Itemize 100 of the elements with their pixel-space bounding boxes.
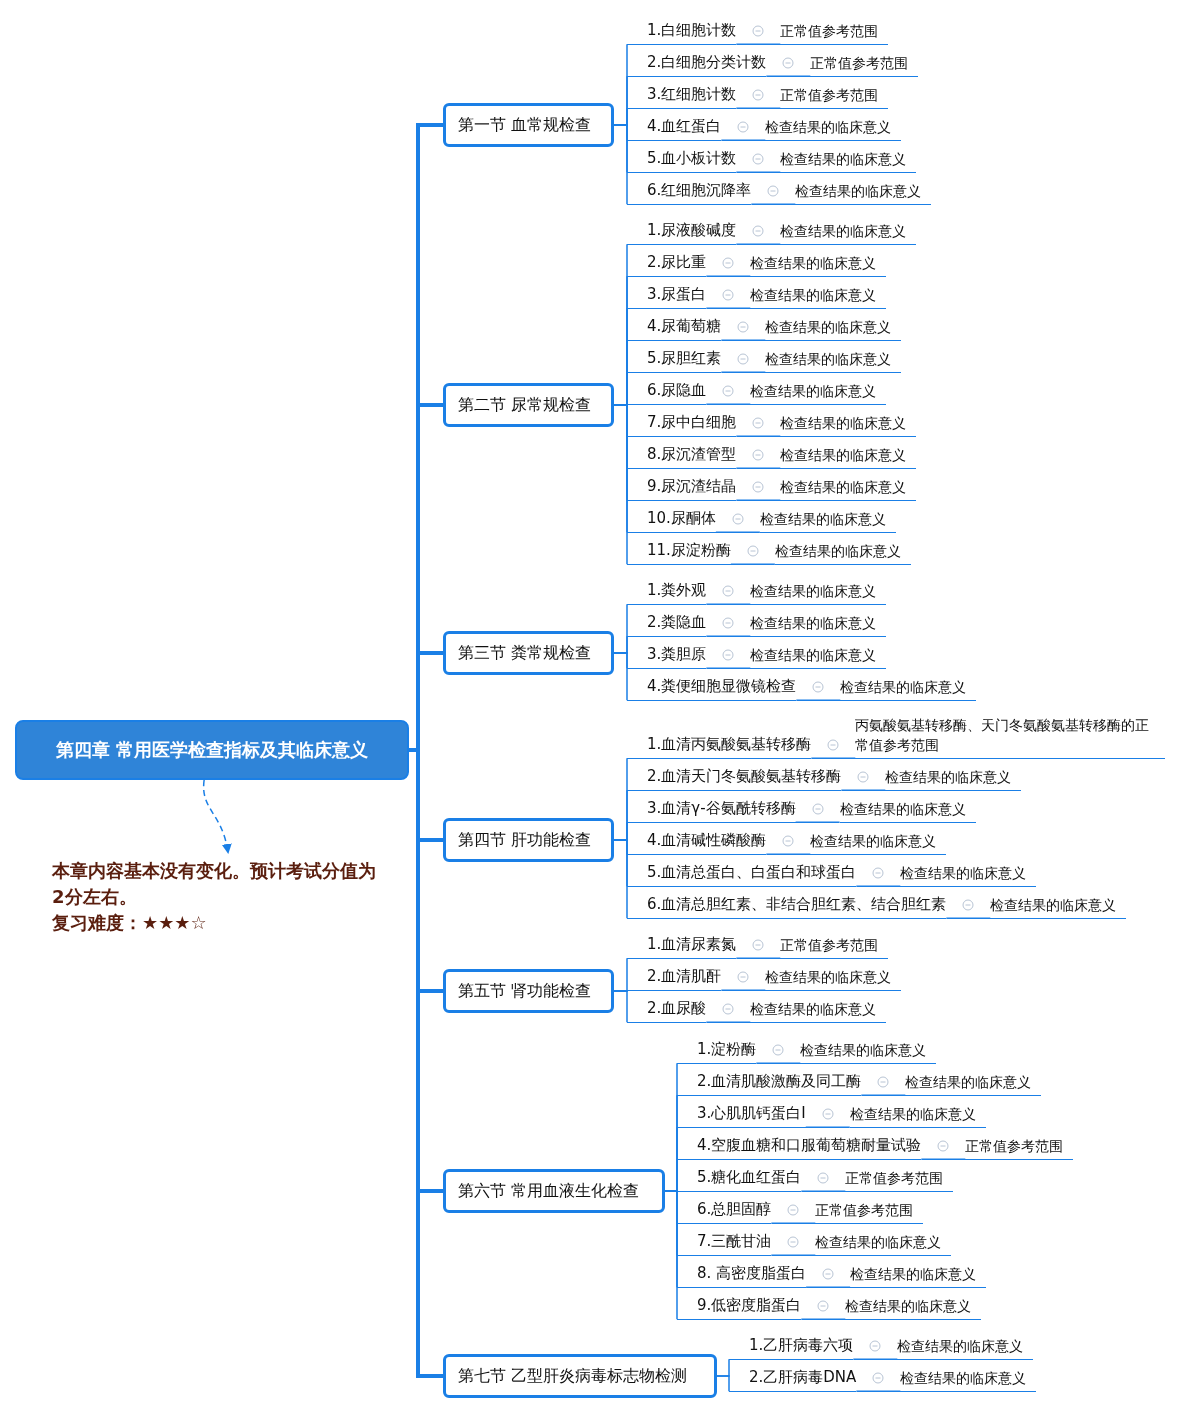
connector-line: [715, 531, 761, 533]
connector-line: [794, 821, 841, 823]
topic-label: 10.尿酮体: [627, 506, 716, 533]
connector-line: [770, 1254, 817, 1256]
detail-label: 检查结果的临床意义: [780, 445, 917, 469]
connector-line: [920, 1158, 967, 1160]
topic-label: 2.乙肝病毒DNA: [729, 1365, 857, 1392]
connector-line: [730, 563, 776, 565]
detail-label: 检查结果的临床意义: [750, 581, 887, 605]
section-box: 第三节 粪常规检查: [443, 631, 614, 675]
connector-line: [765, 75, 812, 77]
detail-label: 检查结果的临床意义: [750, 381, 887, 405]
topic-label: 3.尿蛋白: [627, 282, 707, 309]
detail-label: 检查结果的临床意义: [885, 767, 1022, 791]
detail-label: 检查结果的临床意义: [750, 613, 887, 637]
detail-label: 检查结果的临床意义: [780, 413, 917, 437]
topic-label: 9.尿沉渣结晶: [627, 474, 737, 501]
connector-line: [720, 139, 767, 141]
detail-label: 检查结果的临床意义: [759, 509, 896, 533]
topic-label: 2.血清肌酐: [627, 964, 722, 991]
detail-label: 检查结果的临床意义: [750, 285, 887, 309]
connector-line: [855, 1390, 902, 1392]
detail-label: 正常值参考范围: [780, 21, 889, 45]
connector-line: [720, 371, 767, 373]
detail-label: 检查结果的临床意义: [765, 317, 902, 341]
detail-label: 检查结果的临床意义: [900, 1368, 1037, 1392]
detail-label: 检查结果的临床意义: [795, 181, 932, 205]
detail-label: 正常值参考范围: [815, 1200, 924, 1224]
connector-line: [810, 757, 857, 759]
detail-label: 正常值参考范围: [845, 1168, 954, 1192]
topic-label: 3.红细胞计数: [627, 82, 737, 109]
detail-label: 检查结果的临床意义: [750, 645, 887, 669]
connector-line: [664, 1190, 678, 1320]
topic-label: 6.红细胞沉降率: [627, 178, 752, 205]
detail-label: 丙氨酸氨基转移酶、天门冬氨酸氨基转移酶的正常值参考范围: [855, 715, 1166, 759]
topic-label: 6.总胆固醇: [677, 1197, 772, 1224]
connector-line: [860, 1094, 907, 1096]
connector-line: [705, 1021, 752, 1023]
topic-label: 2.血清肌酸激酶及同工酶: [677, 1069, 862, 1096]
detail-label: 检查结果的临床意义: [765, 117, 902, 141]
topic-label: 4.血清碱性磷酸酶: [627, 828, 767, 855]
detail-label: 正常值参考范围: [780, 935, 889, 959]
topic-label: 5.尿胆红素: [627, 346, 722, 373]
connector-line: [805, 1126, 851, 1128]
topic-label: 7.三酰甘油: [677, 1229, 772, 1256]
connector-line: [765, 853, 812, 855]
detail-label: 检查结果的临床意义: [800, 1040, 937, 1064]
topic-label: 2.血尿酸: [627, 996, 707, 1023]
connector-line: [855, 885, 902, 887]
dashed-arrow: [202, 779, 232, 854]
detail-label: 检查结果的临床意义: [845, 1296, 982, 1320]
connector-line: [735, 243, 782, 245]
connector-line: [705, 307, 752, 309]
connector-line: [945, 917, 992, 919]
topic-label: 1.血清尿素氮: [627, 932, 737, 959]
section-box: 第二节 尿常规检查: [443, 383, 614, 427]
detail-label: 检查结果的临床意义: [765, 349, 902, 373]
topic-label: 3.粪胆原: [627, 642, 707, 669]
topic-label: 1.尿液酸碱度: [627, 218, 737, 245]
topic-label: 1.淀粉酶: [677, 1037, 757, 1064]
topic-label: 4.空腹血糖和口服葡萄糖耐量试验: [677, 1133, 922, 1160]
connector-line: [795, 699, 842, 701]
detail-label: 检查结果的临床意义: [900, 863, 1037, 887]
note-text: 本章内容基本没有变化。预计考试分值为2分左右。 复习难度：★★★☆: [52, 858, 387, 936]
connector-line: [716, 1375, 730, 1392]
connector-line: [613, 839, 628, 919]
detail-label: 检查结果的临床意义: [905, 1072, 1042, 1096]
detail-label: 正常值参考范围: [965, 1136, 1074, 1160]
topic-label: 8. 高密度脂蛋白: [677, 1261, 807, 1288]
connector-line: [800, 1318, 847, 1320]
connector-line: [705, 275, 752, 277]
connector-line: [613, 404, 628, 565]
connector-line: [735, 171, 782, 173]
topic-label: 5.血清总蛋白、白蛋白和球蛋白: [627, 860, 857, 887]
connector-line: [705, 635, 752, 637]
section-box: 第五节 肾功能检查: [443, 969, 614, 1013]
connector-line: [735, 957, 782, 959]
detail-label: 检查结果的临床意义: [840, 677, 977, 701]
connector-line: [613, 124, 628, 205]
connector-line: [735, 107, 782, 109]
detail-label: 检查结果的临床意义: [780, 477, 917, 501]
connector-line: [750, 203, 797, 205]
topic-label: 6.尿隐血: [627, 378, 707, 405]
section-box: 第六节 常用血液生化检查: [443, 1169, 665, 1213]
topic-label: 4.血红蛋白: [627, 114, 722, 141]
connector-line: [613, 652, 628, 701]
topic-label: 1.血清丙氨酸氨基转移酶: [627, 732, 812, 759]
detail-label: 检查结果的临床意义: [750, 253, 887, 277]
connector-line: [720, 339, 767, 341]
detail-label: 检查结果的临床意义: [897, 1336, 1034, 1360]
topic-label: 1.白细胞计数: [627, 18, 737, 45]
detail-label: 检查结果的临床意义: [849, 1104, 986, 1128]
detail-label: 检查结果的临床意义: [839, 799, 976, 823]
connector-line: [735, 499, 782, 501]
topic-label: 2.尿比重: [627, 250, 707, 277]
connector-line: [705, 403, 752, 405]
topic-label: 7.尿中白细胞: [627, 410, 737, 437]
connector-line: [755, 1062, 802, 1064]
connector-line: [770, 1222, 817, 1224]
connector-line: [705, 667, 752, 669]
